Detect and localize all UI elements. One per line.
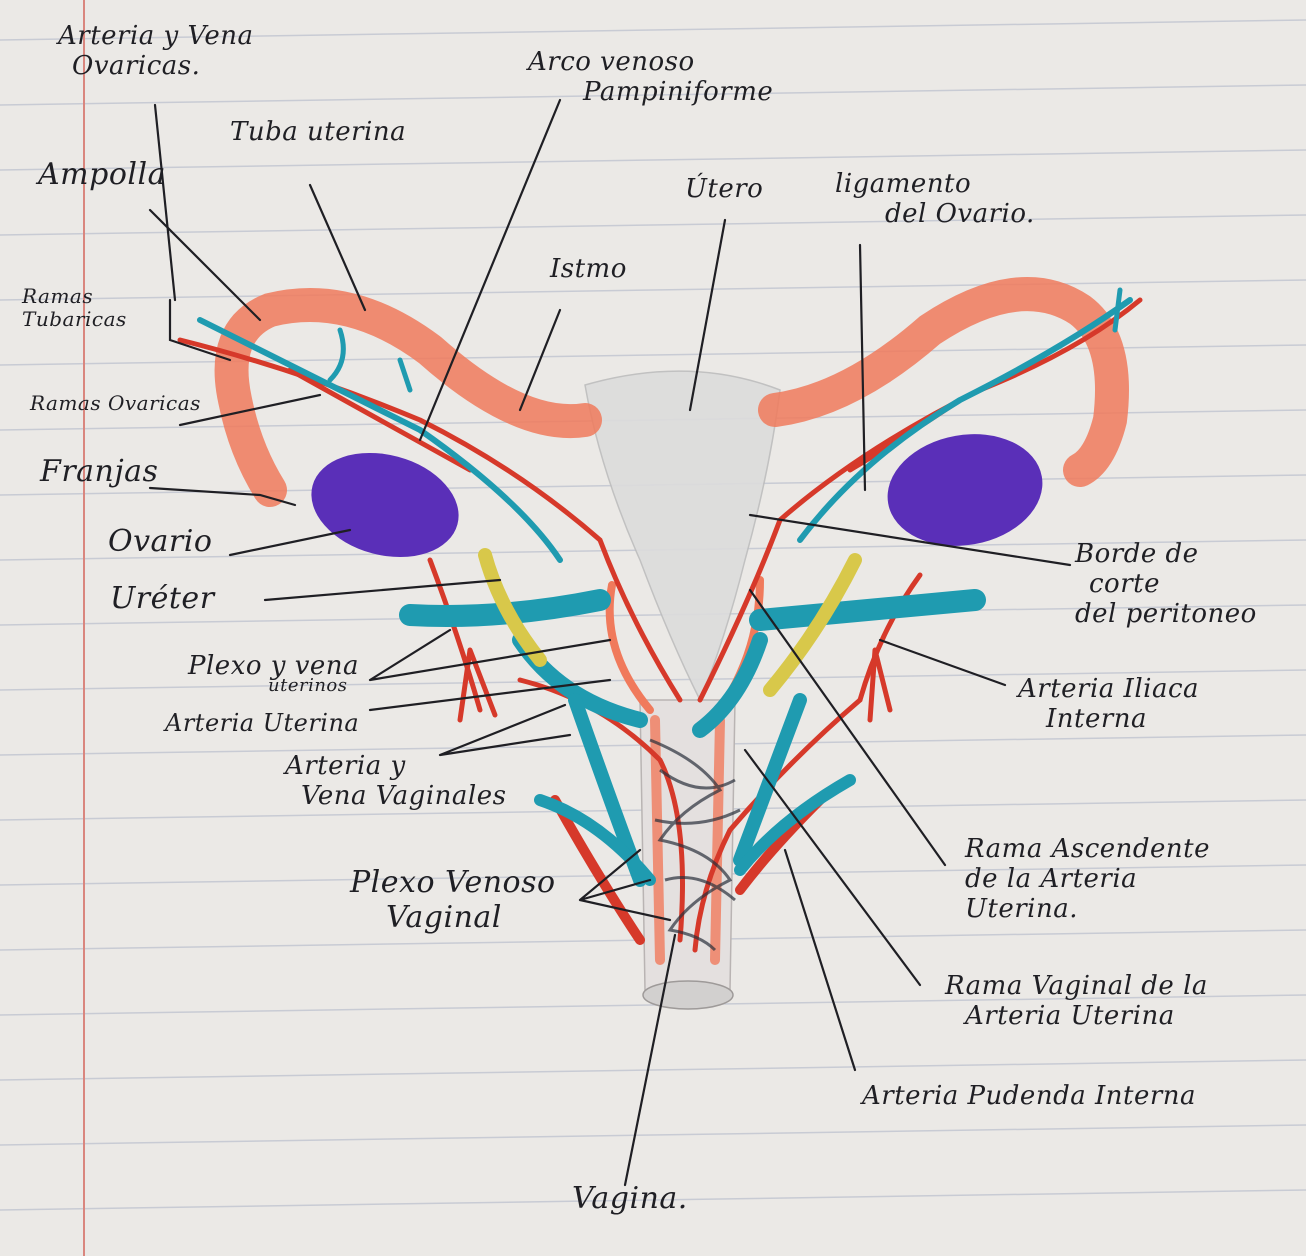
label-arteria-vena-vaginales-line1: Arteria y xyxy=(285,752,506,782)
label-rama-ascendente: Rama Ascendente de la Arteria Uterina. xyxy=(965,835,1210,925)
label-istmo: Istmo xyxy=(550,255,627,285)
label-rama-ascendente-line2: de la Arteria xyxy=(965,865,1210,895)
label-ligamento-ovario-line2: del Ovario. xyxy=(835,200,1035,230)
label-rama-vaginal: Rama Vaginal de la Arteria Uterina xyxy=(945,972,1208,1032)
label-arteria-iliaca-interna: Arteria Iliaca Interna xyxy=(1018,675,1199,735)
label-ligamento-ovario: ligamento del Ovario. xyxy=(835,170,1035,230)
label-borde-corte-line2: corte xyxy=(1075,570,1257,600)
label-arteria-vena-vaginales-line2: Vena Vaginales xyxy=(285,782,506,812)
label-ampolla: Ampolla xyxy=(38,158,166,193)
label-utero: Útero xyxy=(685,175,763,205)
label-ramas-tubaricas-line2: Tubaricas xyxy=(22,308,127,331)
label-arteria-iliaca-interna-line1: Arteria Iliaca xyxy=(1018,675,1199,705)
right-ovary xyxy=(879,422,1052,557)
label-plexo-venoso-vaginal-line1: Plexo Venoso xyxy=(350,866,556,901)
label-borde-corte-line3: del peritoneo xyxy=(1075,600,1257,630)
label-arco-venoso-line1: Arco venoso xyxy=(528,48,773,78)
label-plexo-vena-uterinos: Plexo y vena uterinos xyxy=(188,652,359,697)
label-arteria-uterina: Arteria Uterina xyxy=(165,710,359,738)
label-franjas: Franjas xyxy=(40,455,158,490)
label-borde-corte-line1: Borde de xyxy=(1075,540,1257,570)
label-rama-vaginal-line1: Rama Vaginal de la xyxy=(945,972,1208,1002)
label-arteria-vena-ovaricas-line1: Arteria y Vena xyxy=(58,22,254,52)
label-ramas-tubaricas-line1: Ramas xyxy=(22,285,127,308)
label-arteria-pudenda-interna: Arteria Pudenda Interna xyxy=(862,1082,1196,1112)
label-ovario: Ovario xyxy=(108,525,212,560)
label-plexo-venoso-vaginal-line2: Vaginal xyxy=(350,901,556,936)
label-tuba-uterina: Tuba uterina xyxy=(230,118,406,148)
label-arteria-vena-vaginales: Arteria y Vena Vaginales xyxy=(285,752,506,812)
label-arteria-vena-ovaricas: Arteria y Vena Ovaricas. xyxy=(58,22,254,82)
label-arteria-vena-ovaricas-line2: Ovaricas. xyxy=(58,52,254,82)
label-borde-corte: Borde de corte del peritoneo xyxy=(1075,540,1257,630)
label-ramas-tubaricas: Ramas Tubaricas xyxy=(22,285,127,331)
label-ligamento-ovario-line1: ligamento xyxy=(835,170,1035,200)
label-arteria-iliaca-interna-line2: Interna xyxy=(1018,705,1199,735)
label-rama-ascendente-line3: Uterina. xyxy=(965,895,1210,925)
label-rama-ascendente-line1: Rama Ascendente xyxy=(965,835,1210,865)
vaginal-opening xyxy=(643,981,733,1009)
label-ramas-ovaricas: Ramas Ovaricas xyxy=(30,392,201,415)
label-arco-venoso-line2: Pampiniforme xyxy=(528,78,773,108)
label-ureter: Uréter xyxy=(110,582,215,617)
label-arco-venoso: Arco venoso Pampiniforme xyxy=(528,48,773,108)
label-plexo-venoso-vaginal: Plexo Venoso Vaginal xyxy=(350,866,556,935)
label-rama-vaginal-line2: Arteria Uterina xyxy=(945,1002,1208,1032)
label-vagina: Vagina. xyxy=(572,1182,688,1217)
